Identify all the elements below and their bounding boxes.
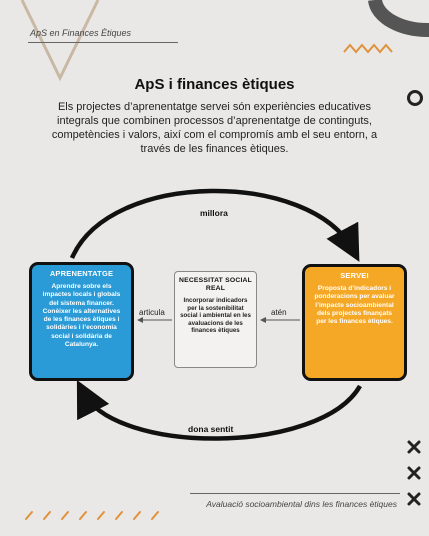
arrow-bottom — [76, 379, 362, 441]
aprenentatge-title: APRENENTATGE — [49, 269, 114, 278]
decor-circle — [407, 90, 423, 106]
label-articula: articula — [139, 308, 165, 317]
necessitat-title: NECESSITAT SOCIAL REAL — [178, 277, 252, 292]
decor-dashes-bottom — [25, 511, 159, 520]
aprenentatge-body: Aprendre sobre els impactes locals i glo… — [42, 283, 121, 349]
box-servei: SERVEI Proposta d’indicadors i ponderaci… — [302, 264, 407, 381]
decor-quarter-ring — [368, 0, 429, 37]
label-dona-sentit: dona sentit — [188, 424, 234, 434]
box-necessitat: NECESSITAT SOCIAL REAL Incorporar indica… — [174, 271, 257, 368]
servei-title: SERVEI — [340, 271, 369, 280]
label-aten: atén — [271, 308, 287, 317]
box-aprenentatge: APRENENTATGE Aprendre sobre els impactes… — [29, 262, 134, 381]
decor-crosses — [407, 440, 421, 506]
header-rule — [28, 42, 178, 43]
decor-zigzag-top — [343, 43, 393, 54]
footer-rule — [190, 493, 400, 494]
intro-paragraph: Els projectes d’aprenentatge servei són … — [51, 101, 378, 155]
necessitat-body: Incorporar indicadors per la sostenibili… — [180, 297, 251, 335]
label-millora: millora — [200, 208, 228, 218]
page-title: ApS i finances ètiques — [134, 76, 295, 93]
header-text: ApS en Finances Ètiques — [30, 28, 132, 38]
arrow-top — [69, 188, 360, 262]
servei-body: Proposta d’indicadors i ponderacions per… — [314, 285, 395, 326]
footer-text: Avaluació socioambiental dins les financ… — [206, 499, 397, 509]
decor-chevron-triangle — [20, 0, 100, 82]
